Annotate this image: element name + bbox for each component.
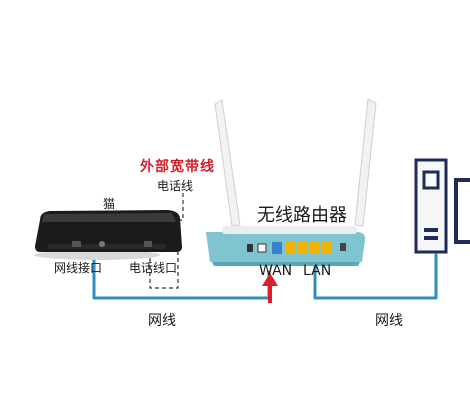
modem-device xyxy=(34,210,182,260)
modem-network-port-label: 网线接口 xyxy=(54,261,103,275)
cable-right xyxy=(313,253,438,300)
arrow-up-icon xyxy=(262,273,278,303)
router-device xyxy=(206,226,366,266)
antenna-right xyxy=(354,98,377,227)
computer-tower xyxy=(414,158,448,254)
modem-phone-port xyxy=(144,241,152,247)
modem-phone-port-label: 电话线口 xyxy=(129,261,178,275)
router-lan-port-2 xyxy=(298,242,308,254)
wan-label: WAN xyxy=(259,263,293,279)
lan-label: LAN xyxy=(303,263,332,279)
phone-line-top-label: 电话线 xyxy=(157,179,194,193)
cable-right-label: 网线 xyxy=(375,313,403,329)
modem-network-port xyxy=(72,241,81,247)
router-label: 无线路由器 xyxy=(257,205,347,226)
router-lan-port-3 xyxy=(310,242,320,254)
router-power-port xyxy=(247,244,253,252)
antenna-left xyxy=(214,99,241,227)
cable-router-to-pc xyxy=(313,253,438,300)
monitor xyxy=(454,178,470,244)
modem-label: 猫 xyxy=(103,197,116,211)
router-lan-port-1 xyxy=(286,242,296,254)
router-wan-port xyxy=(272,242,282,254)
external-broadband-label: 外部宽带线 xyxy=(140,159,215,175)
router-antennas xyxy=(214,98,377,227)
cable-left-label: 网线 xyxy=(148,313,176,329)
router-lan-port-4 xyxy=(322,242,332,254)
router-reset-port xyxy=(257,243,267,253)
